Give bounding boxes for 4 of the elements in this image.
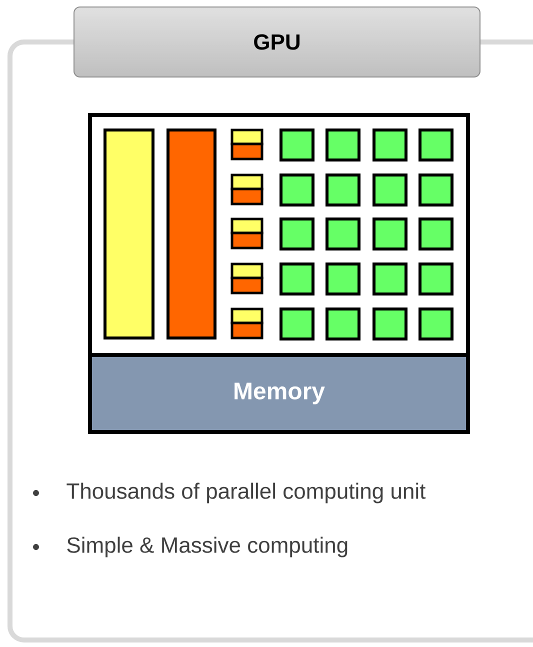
bullet-text: Thousands of parallel computing unit [66,482,426,504]
memory-box: Memory [88,353,470,434]
bullet-text: Simple & Massive computing [67,536,348,558]
header-tab: GPU [74,6,480,78]
